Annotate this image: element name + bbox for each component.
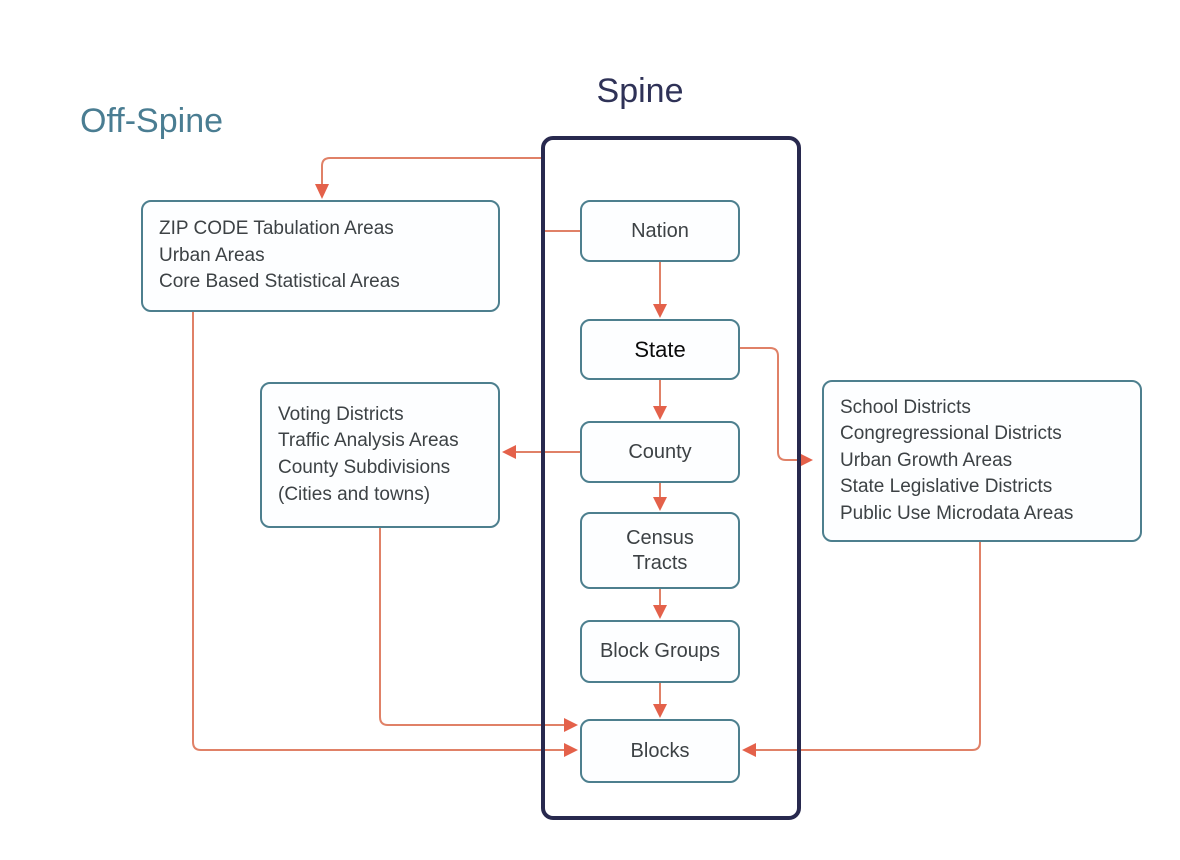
voting-line: Voting Districts xyxy=(278,403,404,425)
node-census-tracts: Census Tracts xyxy=(580,512,740,589)
offspine-box-school: School Districts Congregressional Distri… xyxy=(822,380,1142,542)
spine-title: Spine xyxy=(596,72,684,110)
node-state-label: State xyxy=(634,337,686,362)
arrow-nation-to-state xyxy=(653,262,667,318)
node-block-groups: Block Groups xyxy=(580,620,740,683)
off-spine-title: Off-Spine xyxy=(80,102,224,140)
school-line: Urban Growth Areas xyxy=(840,449,1013,471)
arrow-voting-to-blocks xyxy=(379,528,578,732)
arrow-census-tracts-to-block-groups xyxy=(653,589,667,619)
node-blocks: Blocks xyxy=(580,719,740,783)
node-nation: Nation xyxy=(580,200,740,262)
zcta-line: ZIP CODE Tabulation Areas xyxy=(159,218,394,240)
node-block-groups-label: Block Groups xyxy=(599,640,721,662)
spine-container xyxy=(541,136,801,820)
node-county-label: County xyxy=(628,440,692,463)
arrow-county-to-census-tracts xyxy=(653,483,667,511)
voting-line: County Subdivisions xyxy=(278,457,451,478)
zcta-line: Urban Areas xyxy=(159,244,265,266)
node-state: State xyxy=(580,319,740,380)
school-line: State Legislative Districts xyxy=(840,476,1053,498)
node-county: County xyxy=(580,421,740,483)
node-nation-label: Nation xyxy=(631,219,689,242)
arrow-block-groups-to-blocks xyxy=(653,683,667,718)
school-line: School Districts xyxy=(840,396,971,418)
zcta-line: Core Based Statistical Areas xyxy=(159,271,400,293)
arrow-county-to-voting xyxy=(502,445,580,459)
arrow-state-to-school xyxy=(740,347,813,467)
offspine-box-zcta: ZIP CODE Tabulation Areas Urban Areas Co… xyxy=(141,200,500,312)
voting-line: Traffic Analysis Areas xyxy=(278,430,459,452)
voting-line: (Cities and towns) xyxy=(278,483,431,505)
offspine-box-voting: Voting Districts Traffic Analysis Areas … xyxy=(260,382,500,528)
arrow-school-to-blocks xyxy=(742,542,981,757)
arrow-nation-to-zcta xyxy=(315,157,543,199)
school-line: Public Use Microdata Areas xyxy=(840,502,1074,524)
node-census-tracts-label: Census Tracts xyxy=(626,526,694,574)
arrow-state-to-county xyxy=(653,380,667,420)
node-blocks-label: Blocks xyxy=(630,739,690,762)
arrow-zcta-to-blocks xyxy=(192,312,578,757)
school-line: Congregressional Districts xyxy=(840,423,1062,445)
